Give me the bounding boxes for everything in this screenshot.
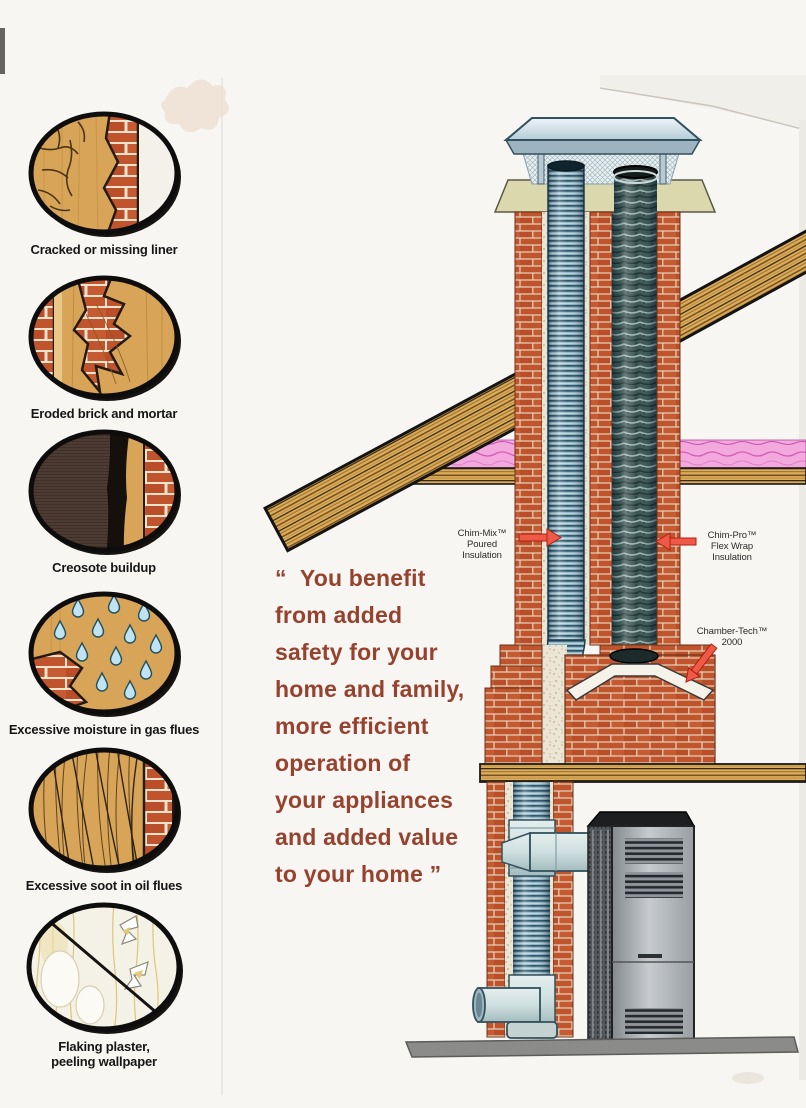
problem-item-cracked-liner: Cracked or missing liner	[0, 110, 208, 257]
wrapped-liner-end-collar	[609, 648, 659, 664]
creosote-illustration	[28, 429, 181, 555]
floor-band	[479, 763, 806, 783]
problem-caption: Excessive moisture in gas flues	[8, 722, 200, 737]
chamber-tech-parge-coat	[565, 663, 715, 701]
chim-pro-arrow	[655, 532, 697, 551]
cap-lid-top	[503, 117, 703, 141]
fireplace-masonry	[484, 644, 716, 767]
scan-blob	[161, 79, 229, 133]
cap-leg-left	[537, 151, 545, 185]
furnace-vent-mid	[625, 872, 683, 898]
flue-liner-right-wrapped-top	[613, 165, 658, 214]
liner-bottom-cap	[506, 1021, 558, 1039]
flaking-plaster-illustration	[26, 902, 183, 1034]
basement-floor	[404, 1036, 799, 1058]
problem-item-eroded-brick: Eroded brick and mortar	[0, 274, 208, 421]
brick-chimney	[514, 211, 681, 655]
brick-column-left	[514, 211, 543, 646]
connector-pipe-tee	[501, 819, 601, 877]
cap-lid-edge	[504, 139, 702, 155]
chamber-tech-arrow	[685, 643, 718, 683]
problem-item-soot: Excessive soot in oil flues	[0, 746, 208, 893]
cap-leg-right	[659, 151, 667, 185]
furnace	[586, 811, 696, 1043]
problem-caption: Creosote buildup	[52, 560, 156, 575]
roof-rafter-right	[659, 226, 806, 344]
problem-item-flaking-plaster: Flaking plaster, peeling wallpaper	[0, 901, 208, 1069]
furnace-vent-bottom	[625, 1008, 683, 1034]
moisture-illustration	[28, 591, 181, 717]
eroded-brick-illustration	[28, 275, 181, 401]
soot-illustration	[28, 747, 181, 873]
chim-pro-label: Chim-Pro™ Flex Wrap Insulation	[707, 530, 757, 563]
lower-tee-pipe	[472, 974, 558, 1039]
chimney-crown	[493, 179, 717, 213]
chim-mix-arrow	[518, 528, 562, 547]
chimney-cap	[503, 117, 703, 185]
cracked-liner-illustration	[28, 111, 181, 237]
brick-column-right	[656, 211, 681, 646]
problem-caption: Excessive soot in oil flues	[25, 878, 183, 893]
chim-mix-label: Chim-Mix™ Poured Insulation	[457, 528, 507, 561]
problem-caption: Eroded brick and mortar	[30, 406, 178, 421]
furnace-handle	[638, 954, 662, 958]
problem-caption: Cracked or missing liner	[30, 242, 178, 257]
problem-caption: Flaking plaster, peeling wallpaper	[51, 1039, 157, 1069]
furnace-vent-top	[625, 838, 683, 864]
problem-item-moisture: Excessive moisture in gas flues	[0, 590, 208, 737]
callout-arrows	[518, 528, 718, 683]
furnace-top	[586, 811, 696, 827]
benefit-quote: “ You benefit from added safety for your…	[275, 565, 465, 887]
chamber-tech-label: Chamber-Tech™ 2000	[696, 626, 768, 648]
scan-artifacts	[0, 28, 806, 1095]
problem-item-creosote: Creosote buildup	[0, 428, 208, 575]
brick-column-middle	[589, 211, 613, 646]
floor-joist-right	[671, 467, 806, 485]
